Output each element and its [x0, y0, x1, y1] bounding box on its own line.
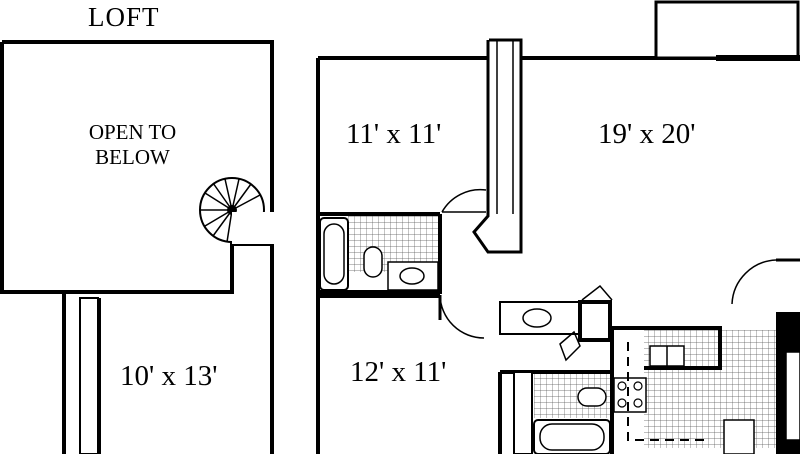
toilet-1	[363, 246, 383, 278]
open-to-below-line-1: OPEN TO	[88, 120, 177, 144]
bedroom-2-dims: 12' x 11'	[350, 356, 447, 388]
open-to-below-line-2: BELOW	[95, 145, 170, 169]
spiral-stair	[199, 177, 274, 244]
bedroom-1-dims: 11' x 11'	[346, 118, 442, 150]
refrigerator	[723, 419, 755, 454]
balcony	[654, 0, 800, 60]
loft-plan	[0, 40, 274, 454]
toilet-2	[577, 387, 607, 407]
loft-room-dims: 10' x 13'	[120, 360, 218, 392]
main-floor-plan	[316, 0, 800, 454]
loft-title: LOFT	[88, 2, 160, 32]
loft-railing	[79, 297, 99, 454]
living-room-dims: 19' x 20'	[598, 118, 696, 150]
open-to-below-label: OPEN TO BELOW	[70, 120, 195, 170]
